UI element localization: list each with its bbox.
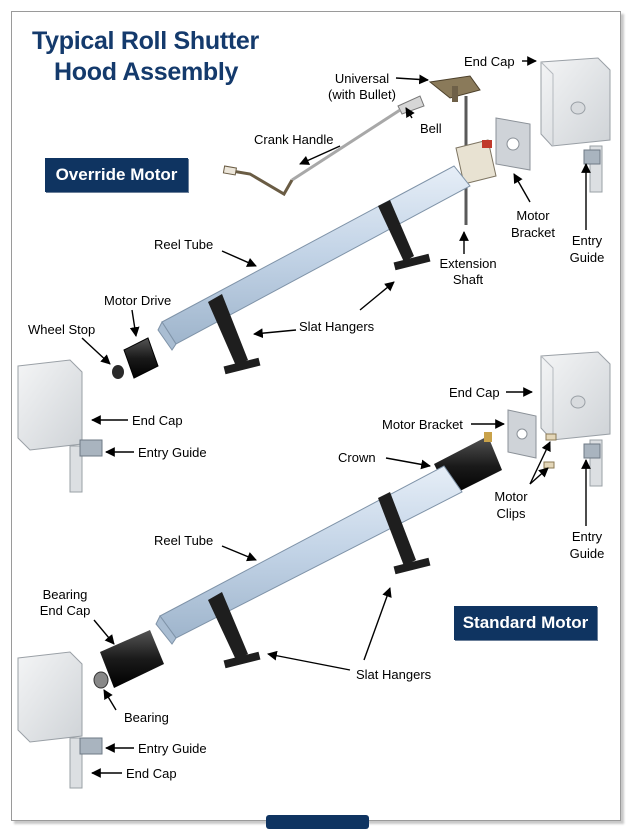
footer-bar <box>266 815 369 829</box>
label-motor-drive: Motor Drive <box>104 293 172 308</box>
override-motor-bracket <box>495 117 531 171</box>
standard-slat-hanger-left <box>208 592 261 669</box>
standard-left-end-cap <box>17 651 103 789</box>
label-motor-clips-1: Motor <box>494 489 528 504</box>
label-motor-clips-2: Clips <box>496 506 526 521</box>
standard-reel-tube <box>159 465 463 639</box>
label-override-left-entry-guide: Entry Guide <box>138 445 207 460</box>
standard-assembly <box>17 351 611 789</box>
standard-bearing <box>93 671 109 689</box>
label-bell: Bell <box>420 121 442 136</box>
standard-motor-bracket <box>507 409 537 459</box>
label-universal: Universal <box>334 71 390 86</box>
label-crank-handle: Crank Handle <box>254 132 334 147</box>
label-extension-shaft-1: Extension <box>439 256 497 271</box>
override-crank-handle <box>225 168 294 197</box>
override-universal <box>428 75 481 102</box>
label-crown: Crown <box>338 450 376 465</box>
label-standard-slat-hangers: Slat Hangers <box>356 667 432 682</box>
label-override-slat-hangers: Slat Hangers <box>299 319 375 334</box>
standard-motor-clips <box>543 433 557 469</box>
label-bearing-end-cap-1: Bearing <box>42 587 88 602</box>
override-crank-rod <box>291 108 401 182</box>
page-title: Typical Roll Shutter Hood Assembly <box>32 26 259 88</box>
override-left-end-cap <box>17 359 103 493</box>
leader-arrows <box>81 56 591 778</box>
label-standard-entry-guide-1: Entry <box>571 529 603 544</box>
label-standard-left-end-cap: End Cap <box>126 766 177 781</box>
label-override-entry-guide-2: Guide <box>569 250 605 265</box>
label-standard-reel-tube: Reel Tube <box>154 533 214 548</box>
override-motor-head <box>455 139 497 185</box>
override-motor-badge: Override Motor <box>45 158 188 192</box>
standard-motor-badge: Standard Motor <box>454 606 597 640</box>
label-override-entry-guide-1: Entry <box>571 233 603 248</box>
label-override-motor-bracket-2: Bracket <box>510 225 556 240</box>
title-line-2: Hood Assembly <box>54 58 239 86</box>
label-standard-entry-guide-2: Guide <box>569 546 605 561</box>
label-extension-shaft-2: Shaft <box>452 272 484 287</box>
label-standard-left-entry-guide: Entry Guide <box>138 741 207 756</box>
title-line-1: Typical Roll Shutter <box>32 27 259 55</box>
standard-slat-hanger-right <box>378 492 431 575</box>
label-standard-motor-bracket: Motor Bracket <box>382 417 463 432</box>
label-universal-sub: (with Bullet) <box>328 87 396 102</box>
override-slat-hanger-right <box>378 200 431 271</box>
override-bell <box>397 95 425 115</box>
standard-bearing-end-cap <box>100 630 164 688</box>
override-assembly <box>17 57 611 493</box>
label-wheel-stop: Wheel Stop <box>28 322 96 337</box>
label-override-left-end-cap: End Cap <box>132 413 183 428</box>
label-override-motor-bracket-1: Motor <box>516 208 550 223</box>
label-standard-end-cap: End Cap <box>449 385 500 400</box>
label-override-end-cap: End Cap <box>464 54 515 69</box>
standard-right-end-cap <box>540 351 611 487</box>
override-right-end-cap <box>540 57 611 193</box>
override-wheel-stop <box>112 365 124 379</box>
override-motor-drive <box>123 337 159 379</box>
label-bearing-end-cap-2: End Cap <box>39 603 91 618</box>
label-bearing: Bearing <box>124 710 169 725</box>
override-slat-hanger-left <box>208 294 261 375</box>
label-override-reel-tube: Reel Tube <box>154 237 214 252</box>
